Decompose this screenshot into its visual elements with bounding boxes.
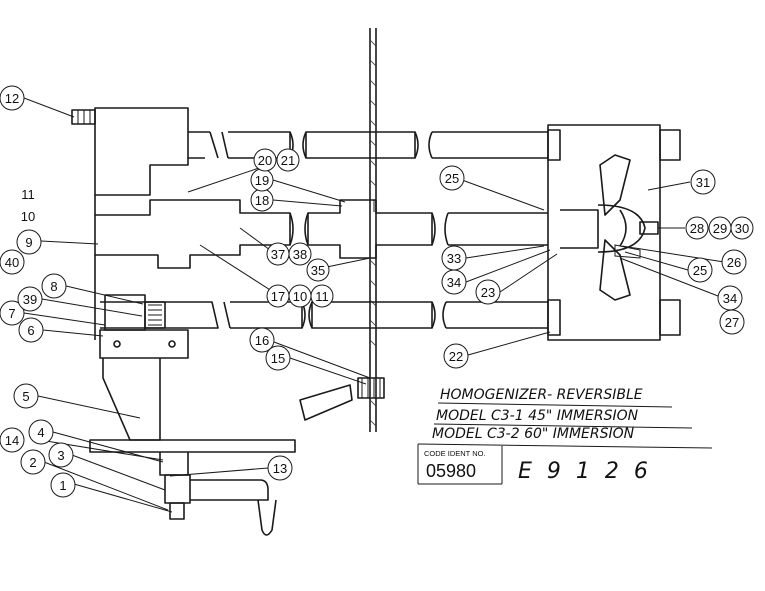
callout-2: 2 — [20, 449, 46, 475]
callouts: 1 2 3 4 5 6 7 8 9 10 10 11 11 12 13 14 1… — [0, 85, 754, 498]
callout-27: 27 — [719, 309, 745, 335]
svg-text:3: 3 — [57, 448, 64, 463]
svg-text:23: 23 — [481, 285, 495, 300]
svg-text:39: 39 — [23, 292, 37, 307]
callout-15: 15 — [265, 345, 291, 371]
svg-text:25: 25 — [693, 263, 707, 278]
svg-text:38: 38 — [293, 247, 307, 262]
svg-text:33: 33 — [447, 251, 461, 266]
svg-text:7: 7 — [8, 306, 15, 321]
svg-text:25: 25 — [445, 171, 459, 186]
svg-text:5: 5 — [22, 389, 29, 404]
callout-16: 16 — [249, 327, 275, 353]
svg-text:8: 8 — [50, 279, 57, 294]
callout-25-upper: 25 — [439, 165, 465, 191]
svg-text:29: 29 — [713, 221, 727, 236]
callout-23: 23 — [475, 279, 501, 305]
svg-text:26: 26 — [727, 255, 741, 270]
callout-26: 26 — [721, 249, 747, 275]
callout-5: 5 — [13, 383, 39, 409]
callout-25-lower: 25 — [687, 257, 713, 283]
callout-29: 29 — [708, 216, 732, 240]
drive-shaft-housing — [94, 199, 548, 269]
callout-35: 35 — [306, 258, 330, 282]
callout-31: 31 — [690, 169, 716, 195]
svg-text:9: 9 — [25, 235, 32, 250]
callout-28: 28 — [685, 216, 709, 240]
svg-text:30: 30 — [735, 221, 749, 236]
svg-text:28: 28 — [690, 221, 704, 236]
callout-12: 12 — [0, 85, 25, 111]
callout-22: 22 — [443, 343, 469, 369]
svg-text:4: 4 — [37, 425, 44, 440]
callout-10-center: 10 — [288, 284, 312, 308]
leader-lines — [23, 97, 725, 513]
svg-text:20: 20 — [258, 153, 272, 168]
drawing-number: E 9 1 2 6 — [518, 459, 652, 484]
svg-text:17: 17 — [271, 289, 285, 304]
callout-17: 17 — [266, 284, 290, 308]
upper-tube — [188, 131, 548, 159]
callout-39: 39 — [17, 286, 43, 312]
callout-11-center: 11 — [310, 284, 334, 308]
svg-text:12: 12 — [5, 91, 19, 106]
title-line-1: HOMOGENIZER- REVERSIBLE — [440, 387, 643, 403]
motor-housing — [71, 107, 189, 215]
svg-text:22: 22 — [449, 349, 463, 364]
code-ident-label: CODE IDENT NO. — [424, 449, 486, 458]
svg-text:31: 31 — [696, 175, 710, 190]
callout-10-left: 10 — [21, 209, 35, 224]
callout-30: 30 — [730, 216, 754, 240]
callout-1: 1 — [50, 472, 76, 498]
impeller-head — [547, 124, 681, 341]
svg-text:40: 40 — [5, 255, 19, 270]
title-line-2: MODEL C3-1 45" IMMERSION — [436, 408, 639, 424]
callout-38: 38 — [288, 242, 312, 266]
svg-text:35: 35 — [311, 263, 325, 278]
callout-14: 14 — [0, 427, 25, 453]
callout-18: 18 — [250, 188, 274, 212]
svg-text:34: 34 — [723, 291, 737, 306]
callout-34-right: 34 — [717, 285, 743, 311]
svg-text:11: 11 — [315, 289, 329, 304]
callout-6: 6 — [18, 317, 44, 343]
svg-text:15: 15 — [271, 351, 285, 366]
svg-text:11: 11 — [21, 187, 35, 202]
code-ident-value: 05980 — [426, 461, 476, 481]
svg-text:18: 18 — [255, 193, 269, 208]
svg-text:16: 16 — [255, 333, 269, 348]
callout-4: 4 — [28, 419, 54, 445]
callout-9: 9 — [16, 229, 42, 255]
callout-40: 40 — [0, 249, 25, 275]
callout-21: 21 — [276, 148, 300, 172]
svg-text:34: 34 — [447, 275, 461, 290]
title-block: HOMOGENIZER- REVERSIBLE MODEL C3-1 45" I… — [417, 387, 713, 485]
callout-7: 7 — [0, 300, 25, 326]
callout-13: 13 — [267, 455, 293, 481]
svg-text:14: 14 — [5, 433, 19, 448]
base-column — [89, 255, 385, 536]
callout-37: 37 — [266, 242, 290, 266]
title-line-3: MODEL C3-2 60" IMMERSION — [432, 426, 635, 442]
svg-text:1: 1 — [59, 478, 66, 493]
callout-34-left: 34 — [441, 269, 467, 295]
svg-text:10: 10 — [293, 289, 307, 304]
svg-text:13: 13 — [273, 461, 287, 476]
callout-11-left: 11 — [21, 187, 35, 202]
svg-text:21: 21 — [281, 153, 295, 168]
svg-text:19: 19 — [255, 173, 269, 188]
svg-text:6: 6 — [27, 323, 34, 338]
clamp-block — [104, 294, 166, 331]
svg-text:37: 37 — [271, 247, 285, 262]
svg-text:27: 27 — [725, 315, 739, 330]
callout-33: 33 — [441, 245, 467, 271]
callout-20: 20 — [253, 148, 277, 172]
callout-3: 3 — [48, 442, 74, 468]
callout-19: 19 — [250, 168, 274, 192]
svg-text:10: 10 — [21, 209, 35, 224]
callout-8: 8 — [41, 273, 67, 299]
tank-wall-rod — [369, 28, 377, 432]
svg-text:2: 2 — [29, 455, 36, 470]
